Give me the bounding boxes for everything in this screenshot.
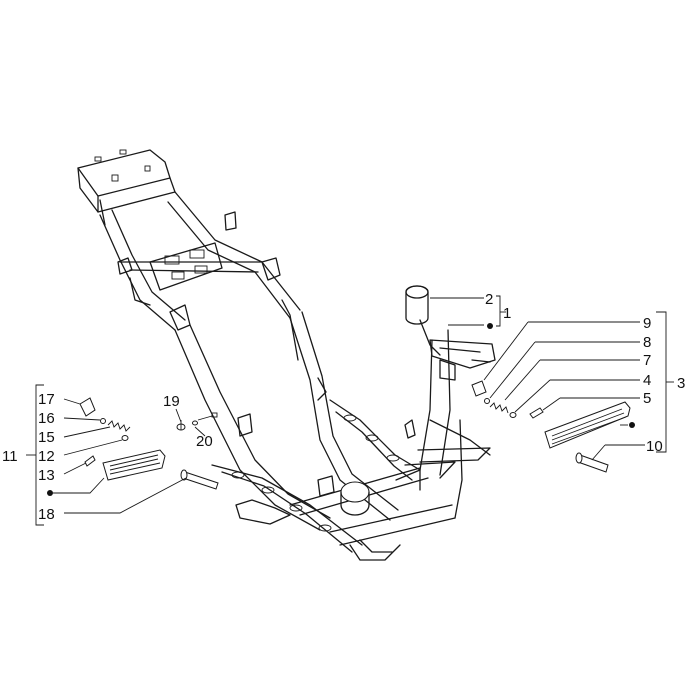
right-footrest-parts	[471, 380, 631, 473]
callout-2: 2	[485, 291, 493, 308]
right-footrest	[544, 401, 631, 449]
spring-part-15	[107, 420, 131, 432]
callout-3: 3	[677, 375, 685, 392]
callout-4: 4	[643, 372, 651, 389]
bolt-part-18	[182, 471, 219, 490]
spring-part-4	[489, 402, 509, 414]
leader-lines	[26, 295, 674, 526]
ball-part-16	[100, 418, 106, 424]
callout-11: 11	[2, 448, 18, 465]
scooter-frame	[77, 149, 496, 561]
callout-19: 19	[163, 393, 180, 410]
callout-7: 7	[643, 352, 651, 369]
ball-part-7	[484, 398, 490, 404]
callout-8: 8	[643, 334, 651, 351]
callout-15: 15	[38, 429, 55, 446]
left-footrest-parts	[79, 397, 219, 490]
clip-part-17	[79, 397, 96, 417]
left-footrest	[102, 449, 166, 481]
callout-numbers: 2 1 9 8 7 4 3 5 10 17 16 15 12 11 13 18 …	[2, 291, 685, 523]
callout-9: 9	[643, 315, 651, 332]
pin-part-13	[84, 455, 96, 467]
callout-16: 16	[38, 410, 55, 427]
clip-part-8	[471, 380, 487, 397]
callout-5: 5	[643, 390, 651, 407]
washer-part-12	[121, 435, 129, 441]
callout-12: 12	[38, 448, 55, 465]
callout-10: 10	[646, 438, 663, 455]
pin-part-5	[529, 407, 544, 419]
callout-17: 17	[38, 391, 55, 408]
callout-1: 1	[503, 305, 511, 322]
washer-part-6	[509, 412, 517, 418]
callout-13: 13	[38, 467, 55, 484]
bolt-part-10	[577, 454, 609, 473]
washer-part-20	[192, 420, 198, 426]
callout-20: 20	[196, 433, 213, 450]
callout-18: 18	[38, 506, 55, 523]
